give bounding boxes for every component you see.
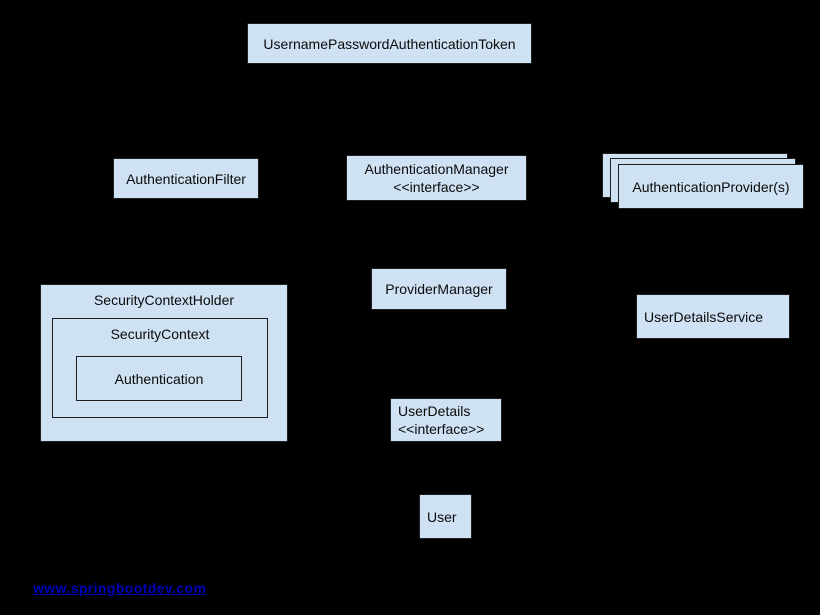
- box-stereotype: <<interface>>: [393, 179, 480, 195]
- box-authentication-manager: AuthenticationManager <<interface>>: [346, 155, 527, 201]
- box-label: AuthenticationManager: [364, 161, 509, 177]
- box-provider-manager: ProviderManager: [371, 268, 507, 310]
- watermark-link[interactable]: www.springbootdev.com: [33, 580, 207, 596]
- box-label: UserDetailsService: [644, 308, 764, 325]
- box-label: AuthenticationProvider(s): [632, 178, 790, 195]
- box-label: AuthenticationFilter: [126, 170, 246, 187]
- box-user: User: [419, 494, 472, 539]
- box-authentication: Authentication: [76, 356, 242, 401]
- box-label: UserDetails: [398, 403, 471, 419]
- box-label: Authentication: [114, 370, 204, 387]
- box-user-details-service: UserDetailsService: [636, 294, 790, 339]
- box-label: SecurityContext: [110, 326, 210, 342]
- box-authentication-providers: AuthenticationProvider(s): [618, 164, 804, 209]
- box-label: UsernamePasswordAuthenticationToken: [263, 35, 516, 52]
- box-user-details: UserDetails <<interface>>: [390, 398, 502, 442]
- box-label: User: [427, 508, 457, 525]
- box-label: ProviderManager: [385, 281, 493, 297]
- box-label: SecurityContextHolder: [93, 292, 235, 308]
- box-stereotype: <<interface>>: [398, 421, 485, 437]
- box-username-password-authentication-token: UsernamePasswordAuthenticationToken: [247, 23, 532, 64]
- box-authentication-filter: AuthenticationFilter: [113, 158, 259, 199]
